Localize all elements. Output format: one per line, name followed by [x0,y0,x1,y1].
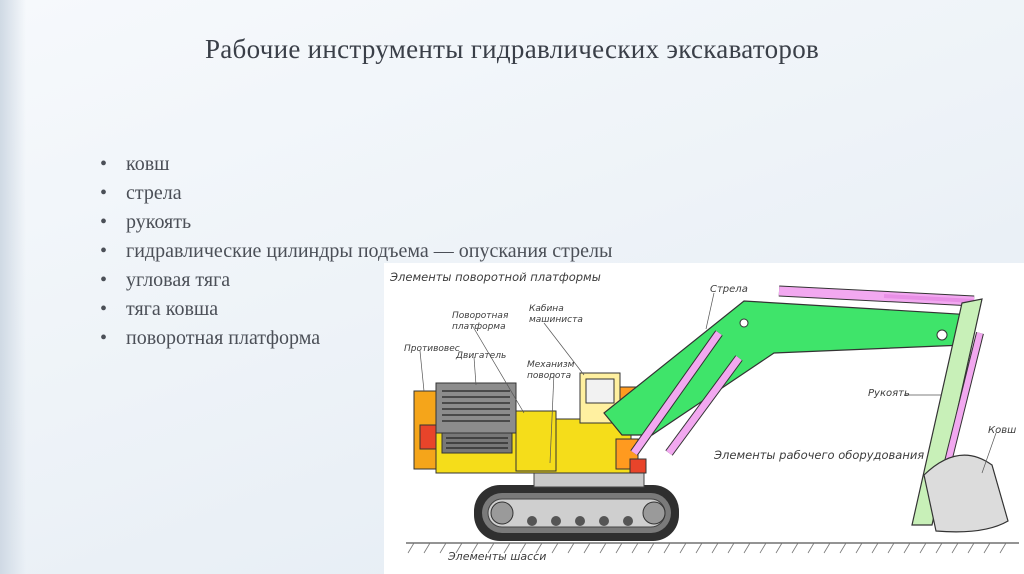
bullet-item-boom: стрела [100,179,612,208]
excavator-drawing: Элементы поворотной платформы Стрела Пов… [389,270,1019,563]
label-rotary-platform-1: Поворотная [452,311,509,321]
label-swing-1: Механизм [527,360,575,370]
bucket-cylinder [940,332,984,479]
crawler-tracks [474,485,679,541]
bullet-item-bucket: ковш [100,150,612,179]
label-rotary-platform-2: платформа [452,322,506,332]
bullet-item-bucket-link: тяга ковша [100,295,612,324]
label-platform-elements: Элементы поворотной платформы [389,270,601,284]
label-cab-1: Кабина [529,304,564,314]
left-decor-stripe [0,0,26,574]
label-swing-2: поворота [527,371,571,381]
slide-title: Рабочие инструменты гидравлических экска… [204,34,820,64]
upper-structure [413,372,647,474]
label-engine: Двигатель [455,351,506,361]
bullet-list: ковш стрела рукоять гидравлические цилин… [100,150,612,353]
boom-shape [603,300,975,436]
stick-shape [911,298,983,526]
label-counterweight: Противовес [404,344,460,354]
stick-cylinder [778,285,975,307]
label-bucket: Ковш [988,425,1016,436]
bullet-item-angle-link: угловая тяга [100,266,612,295]
excavator-diagram: Элементы поворотной платформы Стрела Пов… [384,263,1024,574]
leader-lines [419,292,997,474]
label-boom: Стрела [710,284,748,295]
bullet-item-rotary-platform: поворотная платформа [100,324,612,353]
ground-hatch [407,542,1007,554]
label-cab-2: машиниста [529,315,583,325]
label-stick: Рукоять [868,388,910,399]
label-work-equipment: Элементы рабочего оборудования [713,448,924,462]
bullet-item-cylinders: гидравлические цилиндры подъема — опуска… [100,237,612,266]
bucket-shape [923,454,1009,533]
boom-cylinders [630,330,743,456]
bullet-item-stick: рукоять [100,208,612,237]
label-chassis: Элементы шасси [447,550,546,563]
